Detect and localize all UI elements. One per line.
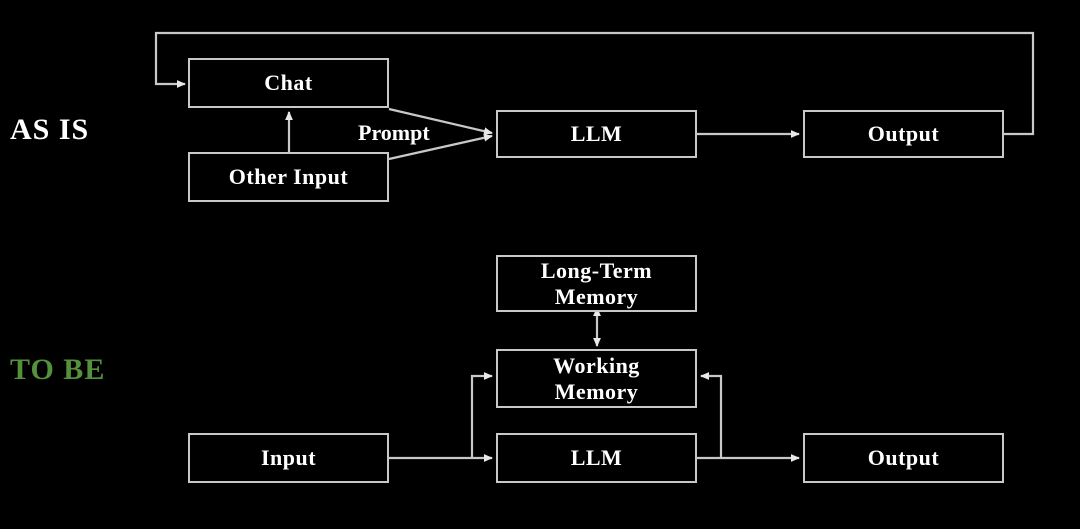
- section-title-to-be: TO BE: [10, 353, 106, 386]
- node-to-be-input[interactable]: Input: [188, 433, 389, 483]
- node-to-be-llm[interactable]: LLM: [496, 433, 697, 483]
- node-label: Output: [867, 121, 940, 147]
- node-label: Output: [867, 445, 940, 471]
- node-as-is-output[interactable]: Output: [803, 110, 1004, 158]
- node-to-be-long-term-memory[interactable]: Long-Term Memory: [496, 255, 697, 312]
- node-as-is-llm[interactable]: LLM: [496, 110, 697, 158]
- edge-label-prompt: Prompt: [358, 120, 430, 145]
- node-label: Working Memory: [553, 352, 640, 404]
- node-label: Other Input: [228, 164, 349, 190]
- node-to-be-output[interactable]: Output: [803, 433, 1004, 483]
- edge-tobe-input-to-working-memory: [470, 372, 493, 458]
- node-label: LLM: [570, 445, 623, 471]
- node-label: LLM: [570, 121, 623, 147]
- node-as-is-chat[interactable]: Chat: [188, 58, 389, 108]
- node-label: Chat: [264, 70, 313, 96]
- edge-tobe-llm-to-working-memory: [700, 372, 723, 458]
- node-label: Long-Term Memory: [540, 257, 653, 309]
- node-as-is-other-input[interactable]: Other Input: [188, 152, 389, 202]
- section-title-as-is: AS IS: [10, 113, 90, 146]
- node-label: Input: [260, 445, 317, 471]
- node-to-be-working-memory[interactable]: Working Memory: [496, 349, 697, 408]
